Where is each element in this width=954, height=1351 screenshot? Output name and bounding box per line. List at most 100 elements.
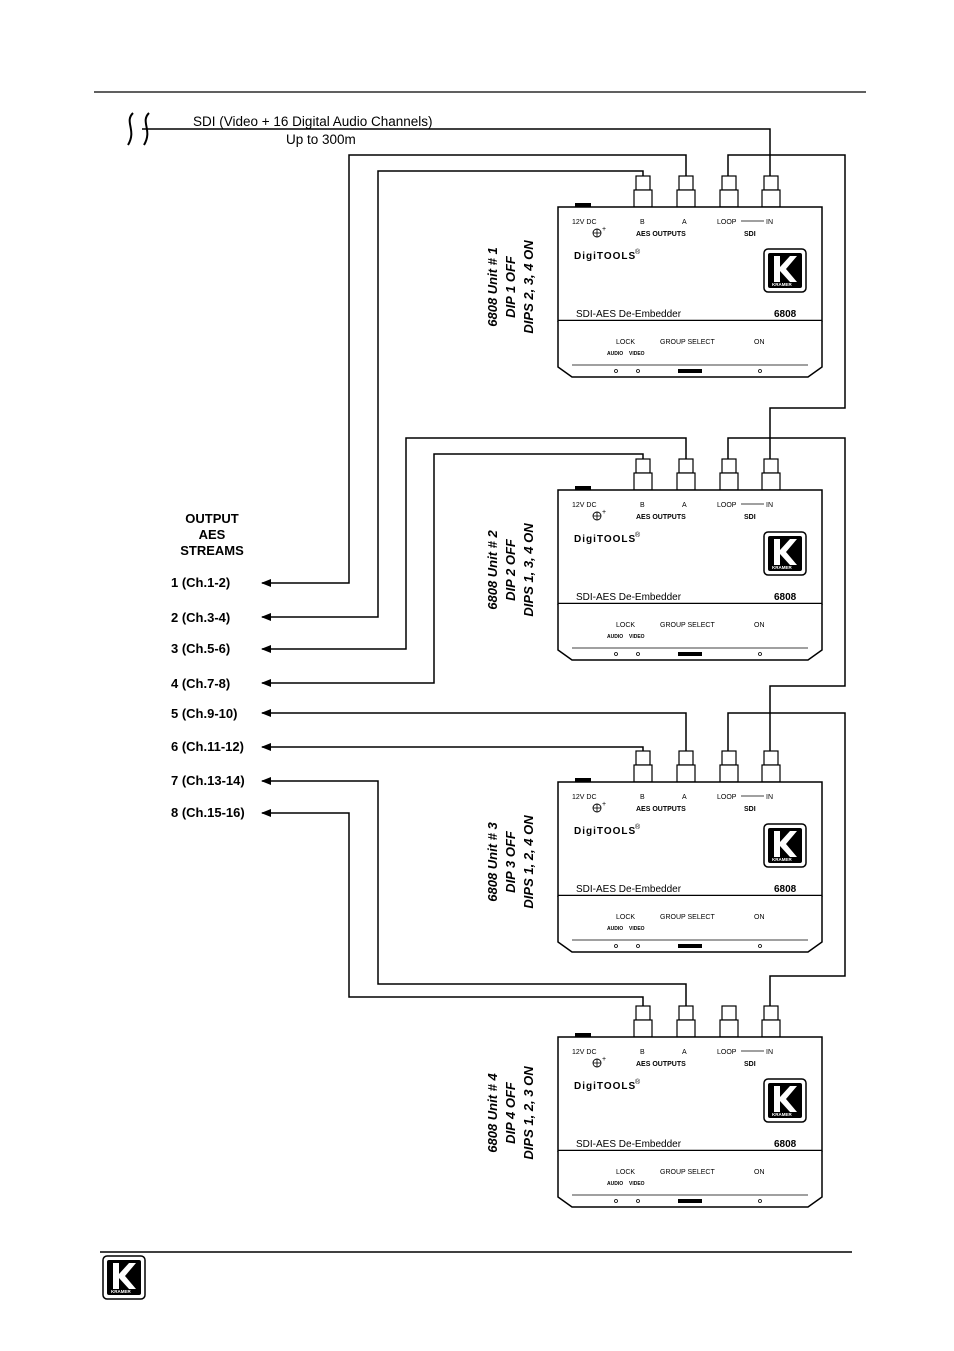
svg-text:®: ® bbox=[635, 823, 641, 831]
svg-text:GROUP SELECT: GROUP SELECT bbox=[660, 1169, 715, 1176]
footer-kramer-logo-icon: KRAMER bbox=[102, 1255, 146, 1300]
svg-text:®: ® bbox=[635, 248, 641, 256]
stream-label-8: 8 (Ch.15-16) bbox=[171, 805, 245, 820]
loop-wire-2 bbox=[727, 437, 846, 761]
svg-text:AES OUTPUTS: AES OUTPUTS bbox=[636, 1061, 686, 1068]
svg-text:®: ® bbox=[635, 531, 641, 539]
svg-text:DIPS 1, 3, 4 ON: DIPS 1, 3, 4 ON bbox=[521, 523, 536, 617]
stream-label-4: 4 (Ch.7-8) bbox=[171, 676, 230, 691]
stream-label-2: 2 (Ch.3-4) bbox=[171, 610, 230, 625]
svg-text:6808 Unit # 3: 6808 Unit # 3 bbox=[485, 821, 500, 901]
svg-text:SDI-AES De-Embedder: SDI-AES De-Embedder bbox=[576, 309, 682, 320]
stream-label-3: 3 (Ch.5-6) bbox=[171, 641, 230, 656]
svg-text:DIPS 2, 3, 4 ON: DIPS 2, 3, 4 ON bbox=[521, 240, 536, 334]
svg-text:6808 Unit # 4: 6808 Unit # 4 bbox=[485, 1072, 500, 1152]
source-distance: Up to 300m bbox=[286, 132, 356, 147]
stream-8-wire bbox=[261, 809, 644, 1015]
device-unit-3: 12V DC B A AES OUTPUTS LOOP IN SDI + Dig… bbox=[556, 749, 824, 954]
svg-text:12V DC: 12V DC bbox=[572, 794, 597, 801]
svg-text:SDI: SDI bbox=[744, 806, 756, 813]
svg-text:6808: 6808 bbox=[774, 592, 797, 603]
svg-text:B: B bbox=[640, 794, 645, 801]
svg-text:DIPS 1, 2, 3 ON: DIPS 1, 2, 3 ON bbox=[521, 1066, 536, 1160]
device-unit-1: 12V DC B A AES OUTPUTS LOOP IN SDI + Dig… bbox=[556, 174, 824, 379]
svg-text:AUDIO: AUDIO bbox=[607, 351, 623, 357]
stream-7-wire bbox=[261, 777, 687, 1015]
svg-text:SDI: SDI bbox=[744, 1061, 756, 1068]
stream-1-wire bbox=[261, 154, 687, 587]
svg-text:KRAMER: KRAMER bbox=[772, 857, 792, 862]
unit-label-2: 6808 Unit # 2 DIP 2 OFF DIPS 1, 3, 4 ON bbox=[485, 523, 536, 617]
svg-text:AES OUTPUTS: AES OUTPUTS bbox=[636, 231, 686, 238]
svg-text:DIP 1 OFF: DIP 1 OFF bbox=[503, 255, 518, 318]
svg-text:ON: ON bbox=[754, 622, 765, 629]
svg-text:IN: IN bbox=[766, 794, 773, 801]
svg-text:+: + bbox=[602, 1056, 606, 1063]
svg-text:GROUP SELECT: GROUP SELECT bbox=[660, 914, 715, 921]
svg-text:AUDIO: AUDIO bbox=[607, 926, 623, 932]
svg-text:IN: IN bbox=[766, 1049, 773, 1056]
svg-text:A: A bbox=[682, 219, 687, 226]
svg-text:AUDIO: AUDIO bbox=[607, 1181, 623, 1187]
loop-wire-3 bbox=[727, 712, 846, 1016]
source-label: SDI (Video + 16 Digital Audio Channels) bbox=[193, 114, 433, 129]
svg-text:KRAMER: KRAMER bbox=[111, 1289, 131, 1294]
svg-text:ON: ON bbox=[754, 914, 765, 921]
svg-text:LOCK: LOCK bbox=[616, 1169, 635, 1176]
svg-text:6808 Unit # 1: 6808 Unit # 1 bbox=[485, 247, 500, 327]
svg-text:+: + bbox=[602, 509, 606, 516]
svg-text:VIDEO: VIDEO bbox=[629, 351, 645, 357]
svg-text:SDI-AES De-Embedder: SDI-AES De-Embedder bbox=[576, 592, 682, 603]
svg-text:A: A bbox=[682, 794, 687, 801]
svg-text:DIP 3 OFF: DIP 3 OFF bbox=[503, 830, 518, 893]
svg-text:DIP 2 OFF: DIP 2 OFF bbox=[503, 538, 518, 601]
svg-text:B: B bbox=[640, 219, 645, 226]
stream-5-wire bbox=[261, 709, 687, 760]
stream-6-wire bbox=[261, 743, 644, 760]
svg-text:A: A bbox=[682, 502, 687, 509]
output-header-line-1: OUTPUT bbox=[185, 511, 239, 526]
svg-text:LOOP: LOOP bbox=[717, 794, 737, 801]
svg-text:12V DC: 12V DC bbox=[572, 1049, 597, 1056]
svg-text:VIDEO: VIDEO bbox=[629, 634, 645, 640]
svg-text:+: + bbox=[602, 226, 606, 233]
svg-text:LOOP: LOOP bbox=[717, 502, 737, 509]
svg-text:AUDIO: AUDIO bbox=[607, 634, 623, 640]
svg-text:ON: ON bbox=[754, 1169, 765, 1176]
svg-text:6808: 6808 bbox=[774, 1139, 797, 1150]
stream-label-5: 5 (Ch.9-10) bbox=[171, 706, 237, 721]
svg-text:VIDEO: VIDEO bbox=[629, 1181, 645, 1187]
device-unit-2: 12V DC B A AES OUTPUTS LOOP IN SDI + Dig… bbox=[556, 457, 824, 662]
signal-source-icon bbox=[127, 112, 150, 146]
svg-text:DIPS 1, 2, 4 ON: DIPS 1, 2, 4 ON bbox=[521, 815, 536, 909]
svg-text:KRAMER: KRAMER bbox=[772, 282, 792, 287]
svg-text:KRAMER: KRAMER bbox=[772, 565, 792, 570]
svg-text:LOOP: LOOP bbox=[717, 219, 737, 226]
svg-text:AES OUTPUTS: AES OUTPUTS bbox=[636, 514, 686, 521]
svg-text:KRAMER: KRAMER bbox=[772, 1112, 792, 1117]
unit-label-4: 6808 Unit # 4 DIP 4 OFF DIPS 1, 2, 3 ON bbox=[485, 1066, 536, 1160]
svg-text:LOCK: LOCK bbox=[616, 339, 635, 346]
svg-text:B: B bbox=[640, 1049, 645, 1056]
svg-text:ON: ON bbox=[754, 339, 765, 346]
svg-text:DigiTOOLS: DigiTOOLS bbox=[574, 251, 636, 262]
loop-wire-1 bbox=[727, 154, 846, 469]
svg-text:6808 Unit # 2: 6808 Unit # 2 bbox=[485, 529, 500, 609]
stream-label-7: 7 (Ch.13-14) bbox=[171, 773, 245, 788]
svg-text:DigiTOOLS: DigiTOOLS bbox=[574, 534, 636, 545]
svg-text:6808: 6808 bbox=[774, 309, 797, 320]
stream-3-wire bbox=[261, 437, 687, 653]
svg-text:A: A bbox=[682, 1049, 687, 1056]
svg-text:GROUP SELECT: GROUP SELECT bbox=[660, 339, 715, 346]
svg-text:®: ® bbox=[635, 1078, 641, 1086]
svg-text:6808: 6808 bbox=[774, 884, 797, 895]
svg-text:VIDEO: VIDEO bbox=[629, 926, 645, 932]
svg-text:SDI: SDI bbox=[744, 514, 756, 521]
unit-label-1: 6808 Unit # 1 DIP 1 OFF DIPS 2, 3, 4 ON bbox=[485, 240, 536, 334]
output-header-line-2: AES bbox=[199, 527, 226, 542]
svg-text:SDI-AES De-Embedder: SDI-AES De-Embedder bbox=[576, 1139, 682, 1150]
svg-text:LOCK: LOCK bbox=[616, 914, 635, 921]
svg-text:GROUP SELECT: GROUP SELECT bbox=[660, 622, 715, 629]
unit-label-3: 6808 Unit # 3 DIP 3 OFF DIPS 1, 2, 4 ON bbox=[485, 815, 536, 909]
